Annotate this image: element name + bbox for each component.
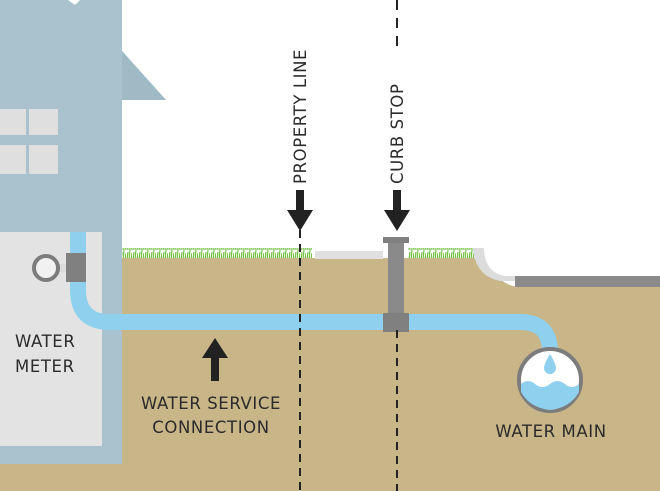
water-main-icon [517,347,583,413]
curb-stop-icon [383,237,409,332]
water-meter-label-line2: METER [15,357,75,376]
property-line-label: PROPERTY LINE [291,49,310,184]
property-line-arrow [287,190,313,231]
water-service-pipe [70,232,558,353]
curb-stop-arrow [384,190,410,231]
house-window [0,109,58,174]
service-connection-arrow [202,338,228,381]
grass-left [122,248,312,258]
service-connection-label-line2: CONNECTION [152,418,269,437]
water-meter-icon [32,253,86,282]
house-roof-shadow [122,51,166,100]
sidewalk [315,251,383,259]
curb-stop-label: CURB STOP [388,83,407,184]
grass-right [408,248,474,258]
service-connection-label-line1: WATER SERVICE [141,394,281,413]
water-meter-label-line1: WATER [15,332,75,351]
water-main-label: WATER MAIN [495,422,606,441]
road-surface [515,276,660,287]
